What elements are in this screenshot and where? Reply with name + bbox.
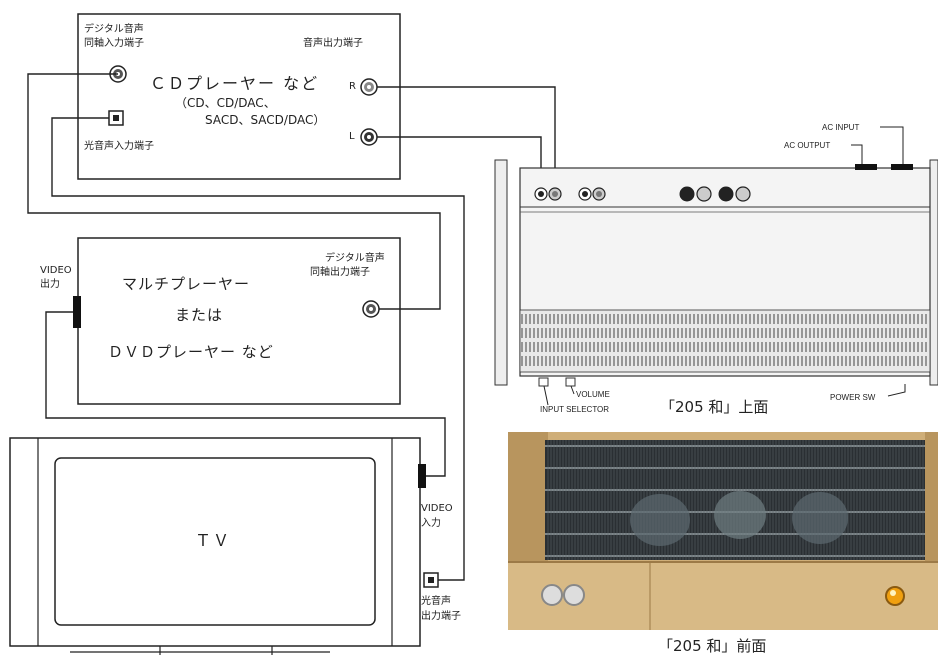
cd-digital-coax-in-label-2: 同軸入力端子 <box>84 36 144 49</box>
amp-ac-input-label: AC INPUT <box>822 123 859 132</box>
amp-power-lamp[interactable] <box>886 587 904 605</box>
cd-r-label: R <box>349 81 356 92</box>
cd-l-label: L <box>349 131 355 142</box>
tv-unit: ＴＶ VIDEO 入力 光音声 出力端子 <box>10 438 461 655</box>
dvd-video-out-label-2: 出力 <box>40 277 60 290</box>
amp-front-caption: 「205 和」前面 <box>658 637 766 655</box>
amp-ac-input-socket <box>891 164 913 170</box>
amp-power-sw-label: POWER SW <box>830 393 876 402</box>
dvd-digital-coax-out-label-1: デジタル音声 <box>325 251 385 264</box>
dvd-player-box: マルチプレーヤー または ＤＶＤプレーヤー など デジタル音声 同軸出力端子 V… <box>40 238 400 404</box>
cd-audio-out-label: 音声出力端子 <box>303 36 363 49</box>
amp-ac-output-label: AC OUTPUT <box>784 141 830 150</box>
tv-video-in-label-1: VIDEO <box>421 503 453 514</box>
amp-volume-knob[interactable] <box>542 585 562 605</box>
amp-front-photo: 「205 和」前面 <box>508 432 938 655</box>
cd-optical-in-label: 光音声入力端子 <box>84 139 154 152</box>
amp-ac-output-socket <box>855 164 877 170</box>
cd-player-box: デジタル音声 同軸入力端子 音声出力端子 ＣＤプレーヤー など （CD、CD/D… <box>78 14 400 179</box>
cd-player-subtitle-2: SACD、SACD/DAC） <box>205 113 325 127</box>
cable-audio-l <box>377 137 541 188</box>
tv-video-in-label-2: 入力 <box>421 516 441 529</box>
tv-optical-out-port <box>424 573 438 587</box>
cd-player-title: ＣＤプレーヤー など <box>150 74 319 93</box>
dvd-video-out-port <box>73 296 81 328</box>
tv-label: ＴＶ <box>195 531 231 550</box>
cd-r-out-jack <box>361 79 377 95</box>
amp-input-selector-label: INPUT SELECTOR <box>540 405 609 414</box>
dvd-player-line3: ＤＶＤプレーヤー など <box>108 343 274 361</box>
dvd-coax-out-jack <box>363 301 379 317</box>
dvd-video-out-label-1: VIDEO <box>40 265 72 276</box>
cd-optical-in-port <box>109 111 123 125</box>
dvd-player-line2: または <box>175 306 223 324</box>
dvd-player-line1: マルチプレーヤー <box>122 275 250 293</box>
cd-player-subtitle-1: （CD、CD/DAC、 <box>175 96 276 110</box>
dvd-digital-coax-out-label-2: 同軸出力端子 <box>310 265 370 278</box>
tv-optical-out-label-1: 光音声 <box>421 594 451 607</box>
amp-top-caption: 「205 和」上面 <box>660 398 768 416</box>
amp-top-view: AC INPUT AC OUTPUT VOLUME INPUT SELECTOR… <box>495 123 938 416</box>
cd-digital-coax-in-label-1: デジタル音声 <box>84 22 144 35</box>
amp-volume-label: VOLUME <box>576 390 610 399</box>
cd-l-out-jack <box>361 129 377 145</box>
tv-video-in-port <box>418 464 426 488</box>
tv-optical-out-label-2: 出力端子 <box>421 609 461 622</box>
amp-selector-knob[interactable] <box>564 585 584 605</box>
